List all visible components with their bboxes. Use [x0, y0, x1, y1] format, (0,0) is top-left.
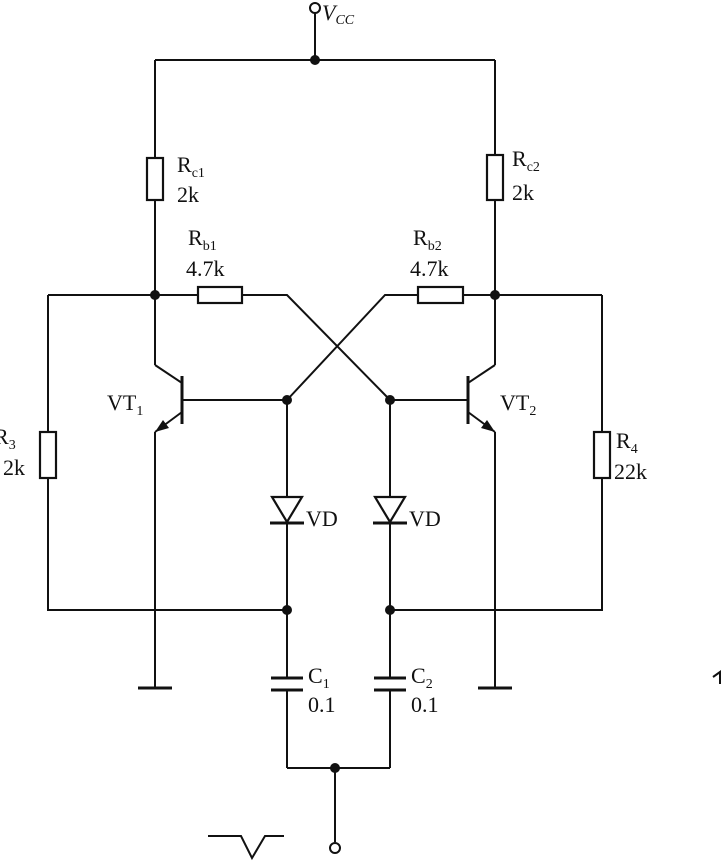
rc1-value: 2k: [177, 182, 199, 207]
r3-name: R3: [0, 424, 16, 453]
rb2-name: Rb2: [413, 225, 442, 254]
rc2-name: Rc2: [512, 146, 540, 175]
rc2-value: 2k: [512, 180, 534, 205]
transistor-vt1: [154, 295, 287, 688]
c2-name: C2: [411, 663, 433, 692]
vd2-label: VD: [409, 506, 441, 531]
rb1-name: Rb1: [188, 225, 217, 254]
vcc-terminal: [309, 2, 321, 60]
r4-value: 22k: [614, 459, 647, 484]
c1-value: 0.1: [308, 692, 336, 717]
r3-value: 2k: [3, 455, 25, 480]
wire-r3-bottom: [47, 478, 287, 611]
rb1-value: 4.7k: [186, 256, 225, 281]
rc1-name: Rc1: [177, 152, 205, 181]
rb2-value: 4.7k: [410, 256, 449, 281]
wire-rb2-cross: [286, 294, 418, 401]
resistor-rc2: [485, 153, 505, 202]
resistor-r4: [592, 430, 612, 480]
capacitor-c1: [271, 610, 303, 768]
diode-vd2: [373, 400, 407, 610]
capacitor-c2: [374, 610, 406, 768]
vcc-label: VCC: [322, 0, 355, 28]
vcc-junction: [310, 55, 320, 65]
c1-name: C1: [308, 663, 330, 692]
trigger-terminal: [329, 842, 341, 854]
vt1-label: VT1: [107, 390, 143, 419]
wire-r4-bottom: [390, 478, 603, 611]
resistor-r3: [38, 430, 58, 480]
vd1-label: VD: [306, 506, 338, 531]
resistor-rb2: [416, 285, 465, 305]
c2-value: 0.1: [411, 692, 439, 717]
resistor-rb1: [196, 285, 244, 305]
diode-vd1: [270, 400, 304, 610]
r4-name: R4: [616, 428, 638, 457]
vt2-label: VT2: [500, 390, 536, 419]
page-edge-mark: [712, 670, 721, 684]
resistor-rc1: [145, 156, 165, 202]
trigger-pulse-icon: [208, 835, 284, 861]
wire-rb1-cross: [242, 294, 391, 401]
transistor-vt2: [390, 295, 496, 688]
